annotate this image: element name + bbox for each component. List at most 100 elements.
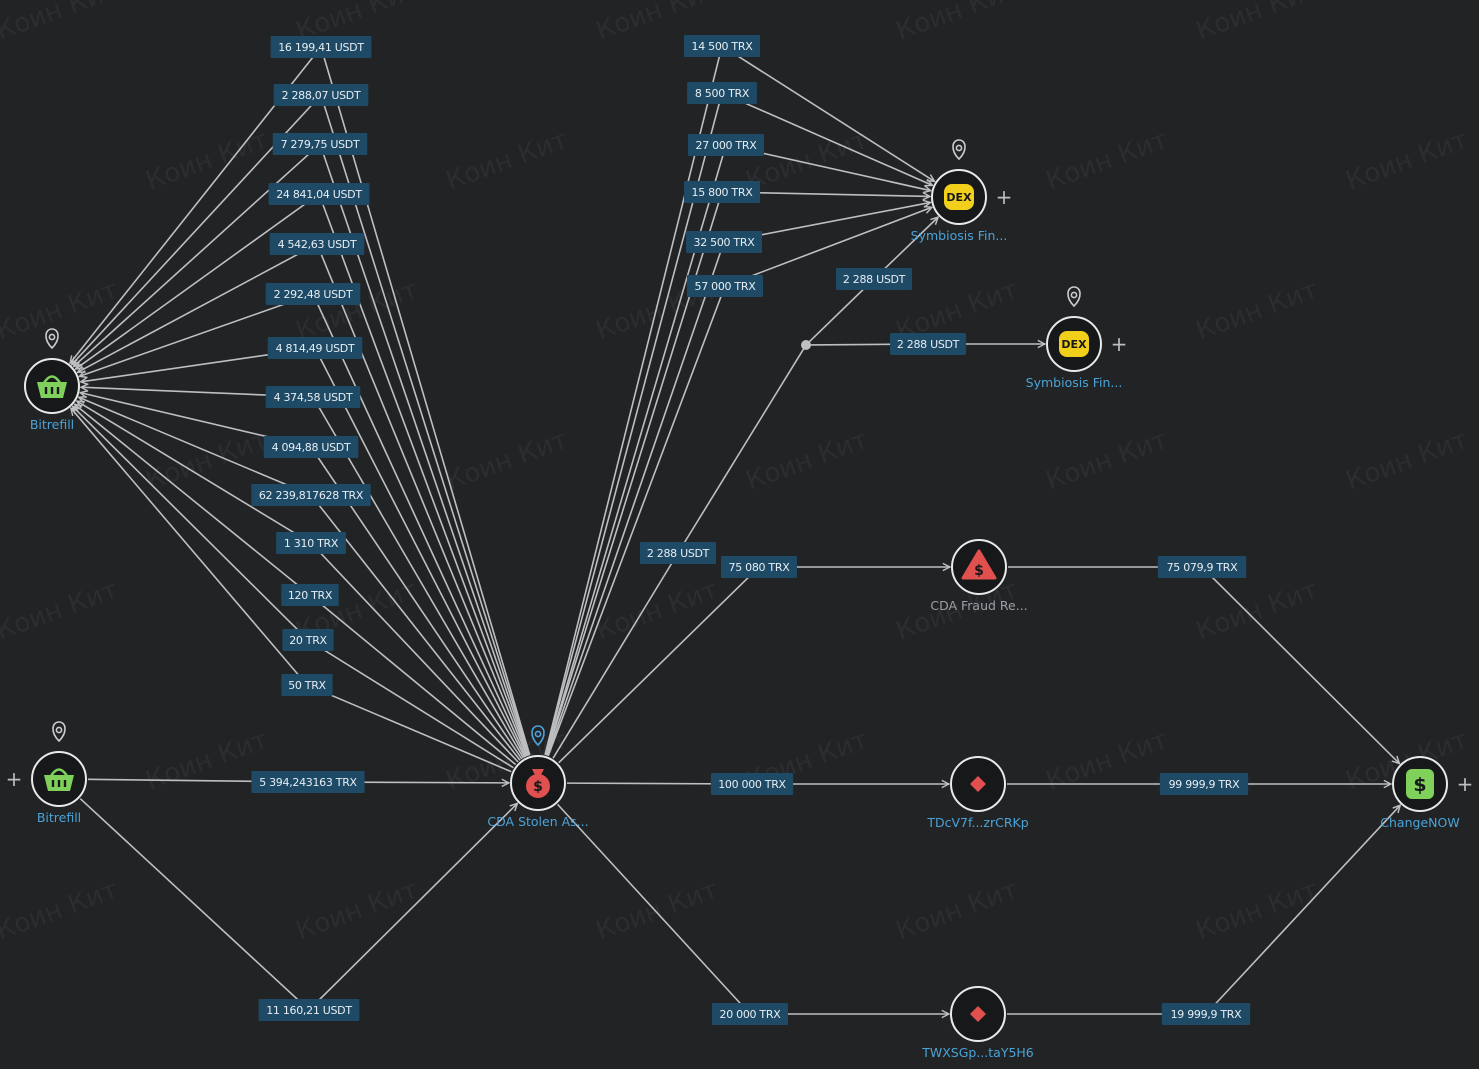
edge-amount-label[interactable]: 7 279,75 USDT (272, 133, 368, 155)
diamond-icon (970, 776, 986, 792)
node-label[interactable]: CDA Fraud Re... (930, 598, 1027, 613)
location-pin-icon[interactable] (952, 139, 966, 161)
node-label[interactable]: TWXSGp...taY5H6 (921, 1045, 1034, 1060)
node-label[interactable]: TDcV7f...zrCRKp (926, 815, 1028, 830)
watermark-text: Коин Кит (742, 425, 872, 497)
edge-amount-label[interactable]: 4 542,63 USDT (269, 233, 365, 255)
watermark-text: Коин Кит (892, 0, 1022, 47)
edge-amount-label[interactable]: 75 080 TRX (721, 556, 797, 578)
edge-amount-label[interactable]: 2 292,48 USDT (265, 283, 361, 305)
expand-plus-icon[interactable]: + (1457, 772, 1474, 796)
edge-amount-label[interactable]: 57 000 TRX (687, 275, 763, 297)
edge-amount-box (273, 84, 369, 106)
edge-amount-label[interactable]: 100 000 TRX (710, 773, 794, 795)
expand-plus-icon[interactable]: + (6, 767, 23, 791)
money-bag-icon: $ (526, 769, 550, 798)
edge-amount-label[interactable]: 50 TRX (281, 674, 333, 696)
node-dex2[interactable]: DEX Symbiosis Fin... + (1026, 286, 1128, 390)
edge-amount-label[interactable]: 20 TRX (282, 629, 334, 651)
node-label[interactable]: ChangeNOW (1380, 815, 1459, 830)
edge-label-layer: 16 199,41 USDT 2 288,07 USDT 7 279,75 USDT… (251, 35, 1251, 1025)
edge-amount-box (640, 542, 716, 564)
edge-amount-label[interactable]: 19 999,9 TRX (1161, 1003, 1251, 1025)
edge-amount-box (1161, 1003, 1251, 1025)
watermark-text: Коин Кит (1042, 125, 1172, 197)
node-changenow[interactable]: $ChangeNOW+ (1380, 756, 1474, 830)
edge-amount-label[interactable]: 32 500 TRX (686, 231, 762, 253)
svg-text:DEX: DEX (1061, 338, 1087, 351)
watermark-text: Коин Кит (292, 875, 422, 947)
node-twxs[interactable]: TWXSGp...taY5H6 (921, 986, 1034, 1060)
edge-amount-box (258, 999, 360, 1021)
watermark-text: Коин Кит (592, 875, 722, 947)
node-label[interactable]: CDA Stolen As... (487, 814, 588, 829)
edge-amount-text: 99 999,9 TRX (1169, 778, 1241, 791)
edge-amount-text: 7 279,75 USDT (281, 138, 360, 151)
node-label[interactable]: Bitrefill (37, 810, 81, 825)
edge-amount-box (251, 771, 365, 793)
edge-amount-label[interactable]: 2 288 USDT (890, 333, 966, 355)
node-label[interactable]: Bitrefill (30, 417, 74, 432)
edge-amount-label[interactable]: 15 800 TRX (684, 181, 760, 203)
edge-amount-label[interactable]: 120 TRX (281, 584, 339, 606)
edge-amount-label[interactable]: 27 000 TRX (688, 134, 764, 156)
edge-amount-text: 24 841,04 USDT (276, 188, 362, 201)
watermark-text: Коин Кит (1192, 575, 1322, 647)
edge-amount-label[interactable]: 16 199,41 USDT (270, 36, 372, 58)
node-cda-stolen[interactable]: $ CDA Stolen As... (487, 725, 589, 829)
location-pin-icon[interactable] (1067, 286, 1081, 308)
edge-line[interactable] (1008, 566, 1399, 764)
edge-amount-label[interactable]: 8 500 TRX (687, 82, 757, 104)
edge-amount-label[interactable]: 4 374,58 USDT (265, 386, 361, 408)
expand-plus-icon[interactable]: + (1111, 332, 1128, 356)
edge-line[interactable] (79, 798, 517, 1012)
edge-amount-label[interactable]: 1 310 TRX (276, 532, 346, 554)
edge-amount-label[interactable]: 5 394,243163 TRX (251, 771, 365, 793)
edge-amount-label[interactable]: 14 500 TRX (684, 35, 760, 57)
edge-amount-text: 62 239,817628 TRX (259, 489, 364, 502)
node-label[interactable]: Symbiosis Fin... (911, 228, 1008, 243)
edge-amount-label[interactable]: 4 814,49 USDT (267, 337, 363, 359)
edge-amount-box (684, 181, 760, 203)
edge-amount-label[interactable]: 2 288 USDT (836, 268, 912, 290)
edge-amount-box (269, 233, 365, 255)
watermark-text: Коин Кит (442, 425, 572, 497)
edge-amount-label[interactable]: 2 288 USDT (640, 542, 716, 564)
node-cda-fraud[interactable]: $CDA Fraud Re... (930, 539, 1028, 613)
watermark-text: Коин Кит (1042, 725, 1172, 797)
node-bitrefill1[interactable]: Bitrefill (24, 328, 80, 432)
edge-amount-box (688, 134, 764, 156)
node-label[interactable]: Symbiosis Fin... (1026, 375, 1123, 390)
edge-amount-label[interactable]: 99 999,9 TRX (1159, 773, 1249, 795)
edge-amount-label[interactable]: 11 160,21 USDT (258, 999, 360, 1021)
edge-amount-text: 14 500 TRX (692, 40, 754, 53)
edge-line[interactable] (558, 567, 950, 764)
node-bitrefill2[interactable]: Bitrefill + (6, 721, 87, 825)
edge-amount-box (712, 1003, 788, 1025)
expand-plus-icon[interactable]: + (996, 185, 1013, 209)
edge-amount-box (710, 773, 794, 795)
edge-amount-label[interactable]: 75 079,9 TRX (1157, 556, 1247, 578)
location-pin-icon[interactable] (52, 721, 66, 743)
edge-amount-label[interactable]: 4 094,88 USDT (263, 436, 359, 458)
edge-amount-box (1157, 556, 1247, 578)
edge-amount-box (890, 333, 966, 355)
dex-icon: DEX (1059, 331, 1089, 357)
svg-text:DEX: DEX (946, 191, 972, 204)
node-tdcv[interactable]: TDcV7f...zrCRKp (926, 756, 1029, 830)
edge-amount-box (265, 386, 361, 408)
edge-amount-label[interactable]: 2 288,07 USDT (273, 84, 369, 106)
edge-amount-text: 19 999,9 TRX (1171, 1008, 1243, 1021)
diamond-icon (970, 1006, 986, 1022)
node-dex1[interactable]: DEX Symbiosis Fin... + (911, 139, 1013, 243)
edge-amount-text: 20 TRX (289, 634, 327, 647)
edge-amount-label[interactable]: 20 000 TRX (712, 1003, 788, 1025)
location-pin-icon[interactable] (45, 328, 59, 350)
edge-amount-label[interactable]: 62 239,817628 TRX (251, 484, 371, 506)
edge-amount-label[interactable]: 24 841,04 USDT (268, 183, 370, 205)
edge-line[interactable] (1007, 805, 1400, 1015)
location-pin-icon[interactable] (531, 725, 545, 747)
edge-amount-text: 2 288,07 USDT (282, 89, 361, 102)
junction-dot (801, 340, 811, 350)
